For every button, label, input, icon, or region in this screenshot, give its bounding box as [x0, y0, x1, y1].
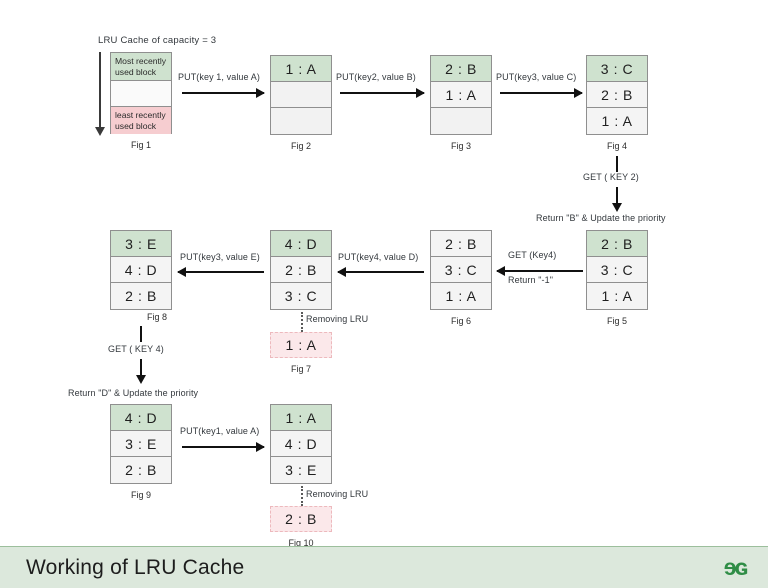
cache-cell-1: 4 : D [271, 431, 331, 457]
op-label-removing-lru-fig7: Removing LRU [306, 314, 369, 324]
evicted-block-fig10: 2 : B [270, 506, 332, 532]
cache-cell-1: 1 : A [431, 82, 491, 108]
op-label-put-key1-a-top: PUT(key 1, value A) [178, 72, 260, 82]
arrow-fig3-fig4 [500, 88, 583, 98]
line-fig8-get [140, 326, 142, 342]
cache-fig1: Most recently used block least recently … [110, 52, 172, 134]
fig-label-fig8: Fig 8 [146, 312, 167, 322]
op-label-return-b: Return "B" & Update the priority [536, 213, 666, 223]
line-fig4-get [616, 156, 618, 172]
cache-fig7: 4 : D 2 : B 3 : C [270, 230, 332, 310]
cache-cell-1: 3 : C [431, 257, 491, 283]
op-label-put-key3-e: PUT(key3, value E) [180, 252, 260, 262]
fig-label-fig2: Fig 2 [290, 141, 311, 151]
eviction-connector-fig7 [299, 312, 306, 338]
fig-label-fig3: Fig 3 [450, 141, 471, 151]
cache-cell-2: 1 : A [431, 283, 491, 309]
arrow-fig9-fig10 [182, 442, 265, 452]
cache-cell-lru: least recently used block [111, 107, 171, 134]
fig-label-fig1: Fig 1 [130, 140, 151, 150]
arrow-fig1-fig2 [182, 88, 265, 98]
cache-cell-1: 2 : B [587, 82, 647, 108]
op-label-get-key2: GET ( KEY 2) [583, 172, 639, 182]
cache-cell-0: 1 : A [271, 405, 331, 431]
cache-cell-2: 1 : A [587, 283, 647, 309]
eviction-connector-fig10 [299, 486, 306, 512]
cache-cell-1 [271, 82, 331, 108]
arrow-fig5-fig6 [496, 266, 583, 276]
op-label-get-key4: GET (Key4) [508, 250, 557, 260]
arrow-fig2-fig3 [340, 88, 425, 98]
cache-cell-1: 2 : B [271, 257, 331, 283]
cache-cell-mru: Most recently used block [111, 53, 171, 81]
cache-cell-2: 2 : B [111, 283, 171, 309]
op-label-put-key4-d: PUT(key4, value D) [338, 252, 419, 262]
cache-fig10: 1 : A 4 : D 3 : E [270, 404, 332, 484]
cache-fig5: 2 : B 3 : C 1 : A [586, 230, 648, 310]
cache-cell-1: 4 : D [111, 257, 171, 283]
cache-fig8: 3 : E 4 : D 2 : B [110, 230, 172, 310]
arrow-fig6-fig7 [337, 267, 424, 277]
cache-cell-2 [271, 108, 331, 134]
cache-cell-0: 2 : B [431, 231, 491, 257]
cache-cell-2: 3 : C [271, 283, 331, 309]
fig-label-fig4: Fig 4 [606, 141, 627, 151]
arrow-get-key4-down [136, 359, 146, 384]
page-title: Working of LRU Cache [26, 555, 245, 579]
fig-label-fig6: Fig 6 [450, 316, 471, 326]
priority-direction-arrow [95, 52, 104, 136]
fig-label-fig7: Fig 7 [290, 364, 311, 374]
footer-band: Working of LRU Cache ɘɢ [0, 546, 768, 588]
cache-cell-2: 3 : E [271, 457, 331, 483]
cache-cell-0: 2 : B [431, 56, 491, 82]
cache-cell-0: 2 : B [587, 231, 647, 257]
fig-label-fig5: Fig 5 [606, 316, 627, 326]
geeksforgeeks-logo-icon: ɘɢ [723, 554, 748, 580]
op-label-put-key3-c: PUT(key3, value C) [496, 72, 577, 82]
evicted-block-fig7: 1 : A [270, 332, 332, 358]
op-label-return-minus-one: Return "-1" [508, 275, 554, 285]
op-label-put-key1-a-bottom: PUT(key1, value A) [180, 426, 260, 436]
cache-cell-0: 4 : D [271, 231, 331, 257]
cache-fig2: 1 : A [270, 55, 332, 135]
op-label-get-key4-lower: GET ( KEY 4) [108, 344, 164, 354]
fig-label-fig10: Fig 10 [288, 538, 314, 548]
cache-fig4: 3 : C 2 : B 1 : A [586, 55, 648, 135]
arrow-get-key2-down [612, 187, 622, 212]
cache-cell-0: 3 : E [111, 231, 171, 257]
op-label-put-key2-b: PUT(key2, value B) [336, 72, 416, 82]
op-label-return-d: Return "D" & Update the priority [68, 388, 199, 398]
cache-cell-1: 3 : C [587, 257, 647, 283]
cache-cell-2 [431, 108, 491, 134]
op-label-removing-lru-fig10: Removing LRU [306, 489, 369, 499]
cache-cell-2: 1 : A [587, 108, 647, 134]
arrow-fig7-fig8 [177, 267, 264, 277]
cache-cell-0: 1 : A [271, 56, 331, 82]
cache-cell-1: 3 : E [111, 431, 171, 457]
cache-fig6: 2 : B 3 : C 1 : A [430, 230, 492, 310]
cache-fig9: 4 : D 3 : E 2 : B [110, 404, 172, 484]
diagram-caption: LRU Cache of capacity = 3 [98, 35, 217, 46]
cache-cell-2: 2 : B [111, 457, 171, 483]
cache-cell-empty [111, 81, 171, 107]
fig-label-fig9: Fig 9 [130, 490, 151, 500]
cache-cell-0: 4 : D [111, 405, 171, 431]
cache-cell-0: 3 : C [587, 56, 647, 82]
cache-fig3: 2 : B 1 : A [430, 55, 492, 135]
